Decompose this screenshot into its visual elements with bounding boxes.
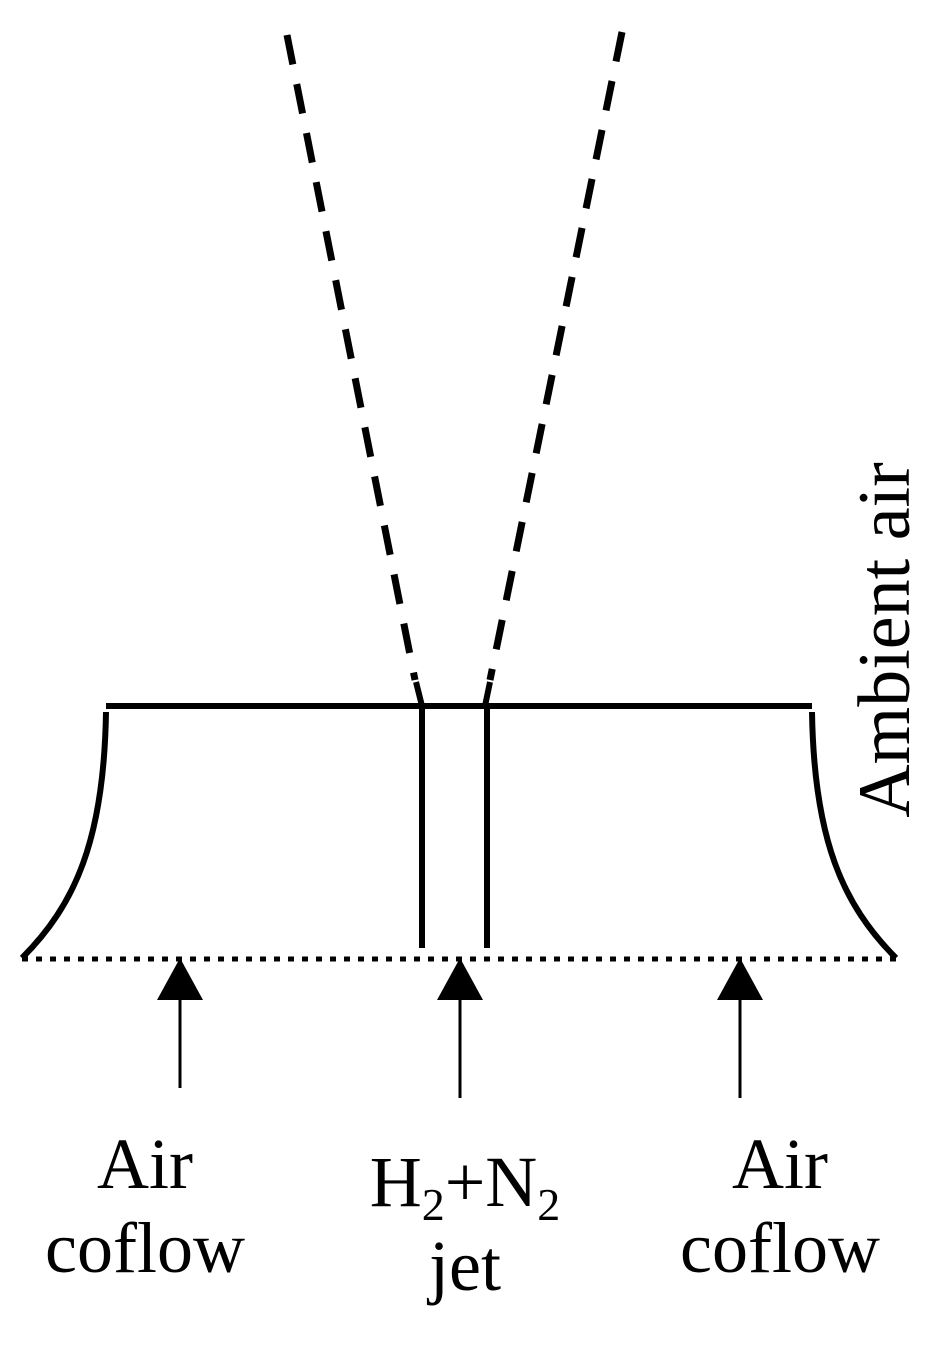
- jet-boundary-right: [486, 31, 626, 681]
- species-n: N: [485, 1142, 538, 1222]
- arrow-jet: [437, 958, 483, 1098]
- air-coflow-left-label: Air coflow: [20, 1122, 270, 1290]
- air-coflow-left-line2: coflow: [45, 1208, 245, 1288]
- species-h: H: [369, 1142, 422, 1222]
- subscript-2: 2: [537, 1179, 561, 1230]
- jet-boundary-right-kink: [482, 681, 493, 707]
- air-coflow-left-line1: Air: [97, 1124, 193, 1204]
- coflow-contraction-left: [19, 711, 109, 961]
- ambient-air-label: Ambient air: [844, 462, 926, 818]
- jet-composition: H2+N2: [330, 1140, 600, 1228]
- jet-boundary-left: [283, 34, 419, 681]
- jet-boundary-left-kink: [413, 681, 425, 707]
- arrow-air-coflow-right: [717, 958, 763, 1098]
- air-coflow-right-label: Air coflow: [655, 1122, 905, 1290]
- plus-sign: +: [444, 1142, 486, 1222]
- air-coflow-right-line1: Air: [732, 1124, 828, 1204]
- air-coflow-right-line2: coflow: [680, 1208, 880, 1288]
- arrow-air-coflow-left: [157, 958, 203, 1088]
- jet-label-line2: jet: [429, 1226, 501, 1306]
- coflow-contraction-right: [809, 711, 899, 961]
- jet-label: H2+N2 jet: [330, 1140, 600, 1308]
- subscript-2: 2: [421, 1179, 445, 1230]
